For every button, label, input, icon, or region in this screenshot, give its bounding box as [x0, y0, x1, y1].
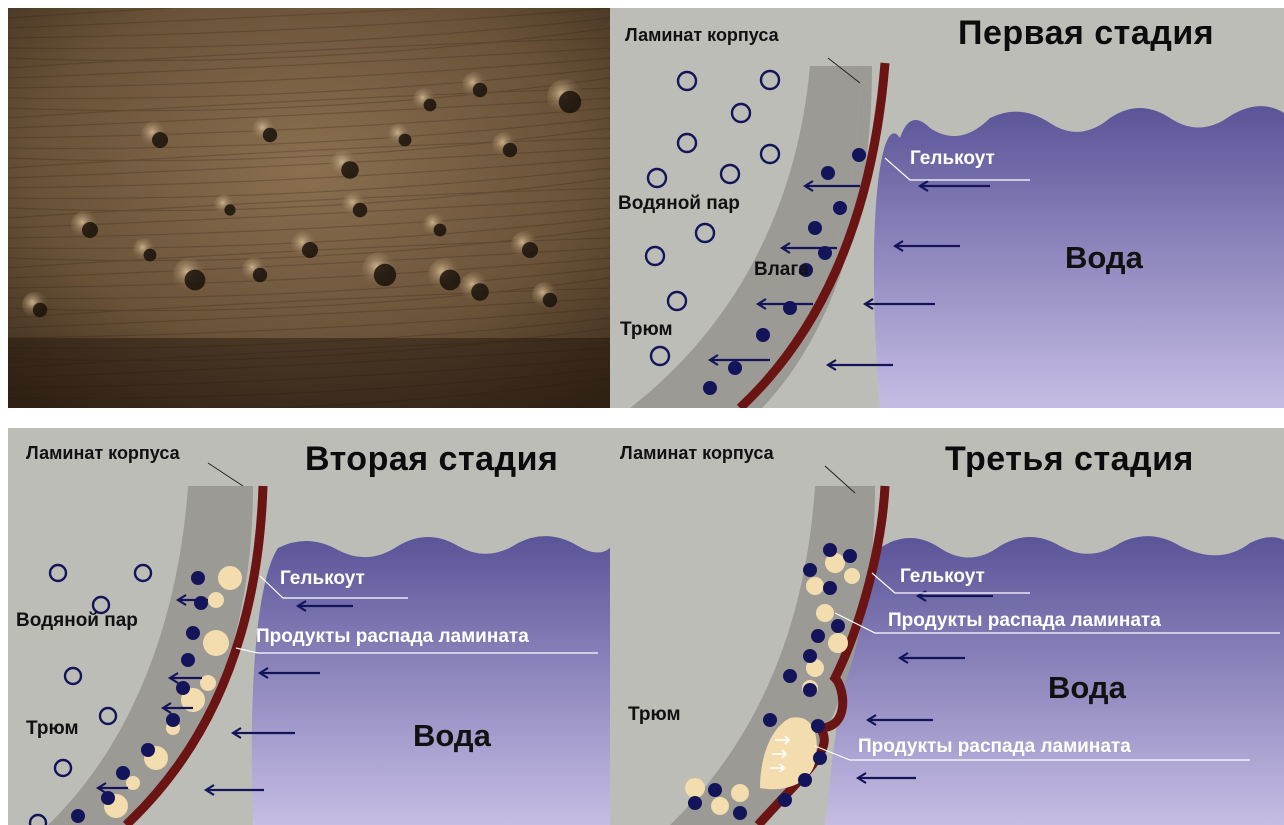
- stage2-panel: Ламинат корпуса Вторая стадия Гелькоут В…: [8, 428, 610, 825]
- stage-title: Первая стадия: [958, 14, 1214, 53]
- decay-particle: [200, 675, 216, 691]
- moisture-molecule: [191, 571, 205, 585]
- moisture-molecule: [821, 166, 835, 180]
- decay-products-label: Продукты распада ламината: [256, 626, 529, 648]
- decay-particle: [208, 592, 224, 608]
- blister-shadow: [152, 132, 168, 148]
- blister-shadow: [399, 134, 412, 147]
- blister-shadow: [144, 249, 157, 262]
- moisture-molecule: [778, 793, 792, 807]
- moisture-molecule: [833, 201, 847, 215]
- decay-particle: [711, 797, 729, 815]
- moisture-molecule: [71, 809, 85, 823]
- decay-particle: [203, 630, 229, 656]
- blister-shadow: [473, 83, 487, 97]
- decay-particle: [126, 776, 140, 790]
- decay-particle: [844, 568, 860, 584]
- moisture-molecule: [803, 683, 817, 697]
- moisture-molecule: [181, 653, 195, 667]
- decay-particle: [828, 633, 848, 653]
- blister-shadow: [374, 264, 396, 286]
- blister-photo-panel: [8, 8, 610, 408]
- blister-shadow: [424, 99, 437, 112]
- moisture-molecule: [798, 773, 812, 787]
- decay-products-bottom-label: Продукты распада ламината: [858, 736, 1131, 758]
- blister-shadow: [522, 242, 538, 258]
- moisture-molecule: [783, 669, 797, 683]
- stage1-panel: Ламинат корпуса Первая стадия Гелькоут В…: [610, 8, 1284, 408]
- blistered-hull-photo: [8, 8, 610, 408]
- blister-shadow: [503, 143, 517, 157]
- decay-particle: [806, 577, 824, 595]
- blister-shadow: [440, 270, 461, 291]
- decay-particle: [685, 778, 705, 798]
- hold-label: Трюм: [628, 704, 681, 726]
- water-vapor-label: Водяной пар: [618, 193, 740, 215]
- moisture-molecule: [703, 381, 717, 395]
- stage3-panel: Ламинат корпуса Третья стадия Гелькоут П…: [610, 428, 1284, 825]
- decay-particle: [816, 604, 834, 622]
- blister-shadow: [434, 224, 447, 237]
- moisture-molecule: [823, 581, 837, 595]
- gelcoat-label: Гелькоут: [280, 568, 365, 590]
- hold-label: Трюм: [620, 319, 673, 341]
- moisture-molecule: [733, 806, 747, 820]
- laminate-label: Ламинат корпуса: [620, 443, 774, 464]
- decay-products-top-label: Продукты распада ламината: [888, 610, 1161, 632]
- gelcoat-label: Гелькоут: [900, 566, 985, 588]
- water-label: Вода: [413, 718, 491, 754]
- moisture-molecule: [763, 713, 777, 727]
- blister-shadow: [341, 161, 359, 179]
- moisture-molecule: [811, 629, 825, 643]
- blister-shadow: [253, 268, 267, 282]
- moisture-molecule: [808, 221, 822, 235]
- moisture-molecule: [708, 783, 722, 797]
- moisture-molecule: [728, 361, 742, 375]
- moisture-molecule: [803, 649, 817, 663]
- blister-shadow: [559, 91, 581, 113]
- water-label: Вода: [1048, 670, 1126, 706]
- blister-shadow: [353, 203, 367, 217]
- moisture-molecule: [852, 148, 866, 162]
- moisture-molecule: [843, 549, 857, 563]
- decay-particle: [731, 784, 749, 802]
- stage-title: Третья стадия: [945, 440, 1194, 479]
- blister-shadow: [33, 303, 47, 317]
- blister-shadow: [82, 222, 98, 238]
- moisture-molecule: [831, 619, 845, 633]
- blister-shadow: [185, 270, 206, 291]
- laminate-label: Ламинат корпуса: [625, 25, 779, 46]
- blister-shadow: [471, 283, 489, 301]
- moisture-molecule: [813, 751, 827, 765]
- moisture-molecule: [141, 743, 155, 757]
- moisture-molecule: [811, 719, 825, 733]
- water-label: Вода: [1065, 240, 1143, 276]
- stage-title: Вторая стадия: [305, 440, 558, 479]
- moisture-molecule: [176, 681, 190, 695]
- moisture-label: Влага: [754, 259, 809, 281]
- blister-shadow: [224, 204, 235, 215]
- moisture-molecule: [823, 543, 837, 557]
- moisture-molecule: [101, 791, 115, 805]
- moisture-molecule: [756, 328, 770, 342]
- gelcoat-label: Гелькоут: [910, 148, 995, 170]
- moisture-molecule: [688, 796, 702, 810]
- moisture-molecule: [116, 766, 130, 780]
- water-vapor-label: Водяной пар: [16, 610, 138, 632]
- decay-particle: [218, 566, 242, 590]
- laminate-label: Ламинат корпуса: [26, 443, 180, 464]
- blister-shadow: [302, 242, 318, 258]
- moisture-molecule: [186, 626, 200, 640]
- blister-shadow: [543, 293, 557, 307]
- moisture-molecule: [166, 713, 180, 727]
- hold-label: Трюм: [26, 718, 79, 740]
- moisture-molecule: [803, 563, 817, 577]
- moisture-molecule: [194, 596, 208, 610]
- blister-shadow: [263, 128, 277, 142]
